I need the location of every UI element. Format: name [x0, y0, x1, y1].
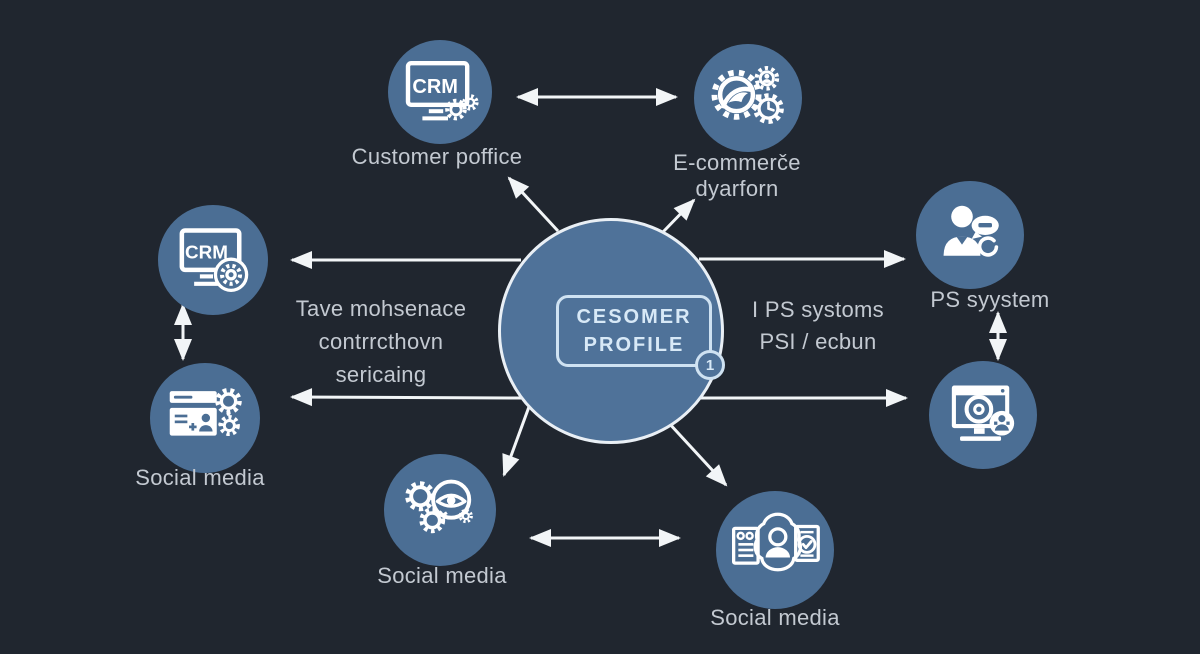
browser-lens-person-icon	[951, 385, 1015, 441]
annotation-right: I PS systoms PSI / ecbun	[708, 294, 928, 358]
node-ps-system	[916, 181, 1024, 289]
annotation-right-line1: I PS systoms	[752, 297, 884, 322]
node-ecommerce	[694, 44, 802, 152]
gears-eye-icon	[405, 479, 473, 534]
arrow-center-to-bottomleft	[502, 403, 532, 477]
label-ecommerce-line2: dyarforn	[695, 176, 779, 201]
gear-leaf-clock-icon	[711, 66, 784, 125]
crm-monitor-gears-icon: CRM	[405, 61, 479, 121]
badge-number: 1	[695, 350, 725, 380]
crm-text: CRM	[185, 241, 228, 262]
node-crm-top: CRM	[388, 40, 492, 144]
node-customer-profile: CESOMER PROFILE 1	[498, 218, 725, 444]
crm-monitor-gear-icon: CRM	[179, 228, 249, 292]
center-label-line1: CESOMER	[576, 306, 692, 328]
center-label-line2: PROFILE	[583, 334, 685, 356]
arrow-center-to-lowerleft	[290, 388, 522, 407]
arrow-center-to-bottomright	[665, 419, 728, 487]
annotation-left: Tave mohsenace contrrcthovn sericaing	[251, 292, 511, 391]
id-card-gears-icon	[169, 387, 242, 437]
arrow-center-to-topleft	[507, 176, 560, 233]
label-gears-eye: Social media	[377, 563, 507, 588]
label-ecommerce-line1: E-commerče	[673, 150, 801, 175]
annotation-right-line2: PSI / ecbun	[759, 329, 877, 354]
annotation-left-line1: Tave mohsenace	[295, 296, 467, 321]
annotation-left-line3: sericaing	[335, 362, 427, 387]
label-card-gears: Social media	[135, 465, 265, 490]
docs-person-check-icon	[731, 512, 820, 572]
node-card-gears	[150, 363, 260, 473]
node-crm-left: CRM	[158, 205, 268, 315]
label-ps-system: PS syystem	[930, 287, 1050, 312]
label-crm-top: Customer poffice	[351, 144, 523, 169]
arrow-center-to-topright	[660, 198, 696, 235]
customer-profile-badge: CESOMER PROFILE 1	[556, 295, 725, 380]
node-gears-eye	[384, 454, 496, 566]
person-chat-icon	[943, 205, 999, 257]
label-card-person: Social media	[710, 605, 840, 630]
crm-text: CRM	[412, 76, 458, 98]
node-monitor-eye	[929, 361, 1037, 469]
node-card-person	[716, 491, 834, 609]
annotation-left-line2: contrrcthovn	[318, 329, 444, 354]
label-ecommerce: E-commerče dyarforn	[617, 150, 857, 202]
